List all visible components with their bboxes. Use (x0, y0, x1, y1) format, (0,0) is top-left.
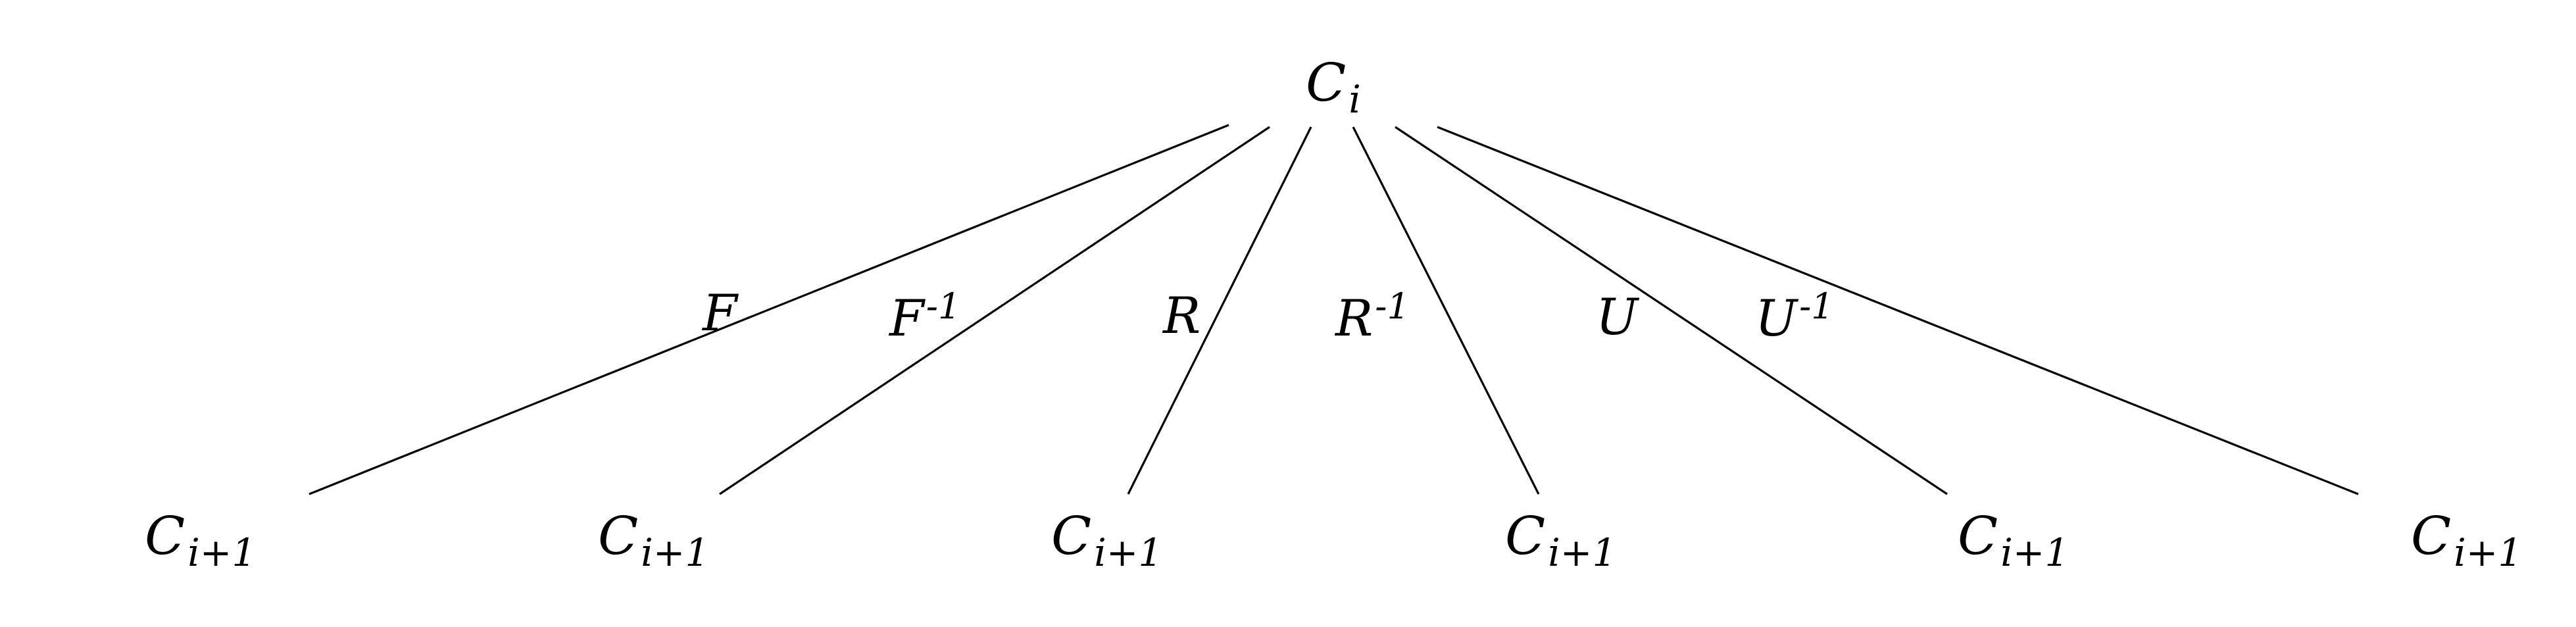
child-node-subscript: i+1 (1548, 530, 1616, 575)
child-node-subscript: i+1 (2454, 530, 2522, 575)
child-node-subscript: i+1 (641, 530, 709, 575)
root-node-subscript: i (1349, 77, 1361, 122)
child-node-label: Ci+1 (2411, 505, 2522, 575)
child-node-label: Ci+1 (1505, 505, 1616, 575)
edge-label-f-inverse: F-1 (888, 286, 960, 347)
child-node-label: Ci+1 (598, 505, 709, 575)
edge-label-base: R (1334, 289, 1373, 347)
child-node-base: C (1958, 505, 1998, 566)
child-node-subscript: i+1 (187, 530, 256, 575)
edge-label-u-inverse: U-1 (1755, 286, 1834, 347)
edge-line-u (1395, 126, 1948, 495)
child-node-subscript: i+1 (2000, 530, 2069, 575)
edge-line-u-inverse (1437, 126, 2359, 495)
child-node-label: Ci+1 (1958, 505, 2069, 575)
edge-line-r (1127, 126, 1312, 495)
edge-label-superscript: -1 (1375, 286, 1410, 327)
edge-line-f (309, 124, 1229, 495)
child-node-base: C (598, 505, 638, 566)
root-node-label: Ci (1306, 52, 1361, 122)
edge-label-f: F (701, 284, 739, 342)
child-node-label: Ci+1 (145, 505, 256, 575)
edge-label-base: F (888, 289, 926, 347)
child-node-subscript: i+1 (1094, 530, 1162, 575)
child-node-base: C (2411, 505, 2451, 566)
edge-label-u: U (1596, 288, 1640, 346)
child-nodes: Ci+1 Ci+1 Ci+1 Ci+1 Ci+1 Ci+1 (145, 505, 2522, 575)
child-node-label: Ci+1 (1051, 505, 1162, 575)
edge-label-r: R (1162, 286, 1201, 345)
edge-labels: F F-1 R R-1 U U-1 (701, 284, 1834, 347)
edge-line-f-inverse (719, 126, 1270, 495)
child-node-base: C (1505, 505, 1545, 566)
edge-line-r-inverse (1352, 126, 1540, 495)
child-node-base: C (145, 505, 185, 566)
root-node-base: C (1306, 52, 1346, 113)
edge-label-r-inverse: R-1 (1334, 286, 1410, 347)
edge-label-superscript: -1 (1799, 286, 1834, 327)
edge-label-base: U (1755, 289, 1799, 347)
edge-lines (309, 124, 2359, 495)
child-node-base: C (1051, 505, 1091, 566)
edge-label-superscript: -1 (926, 286, 961, 327)
